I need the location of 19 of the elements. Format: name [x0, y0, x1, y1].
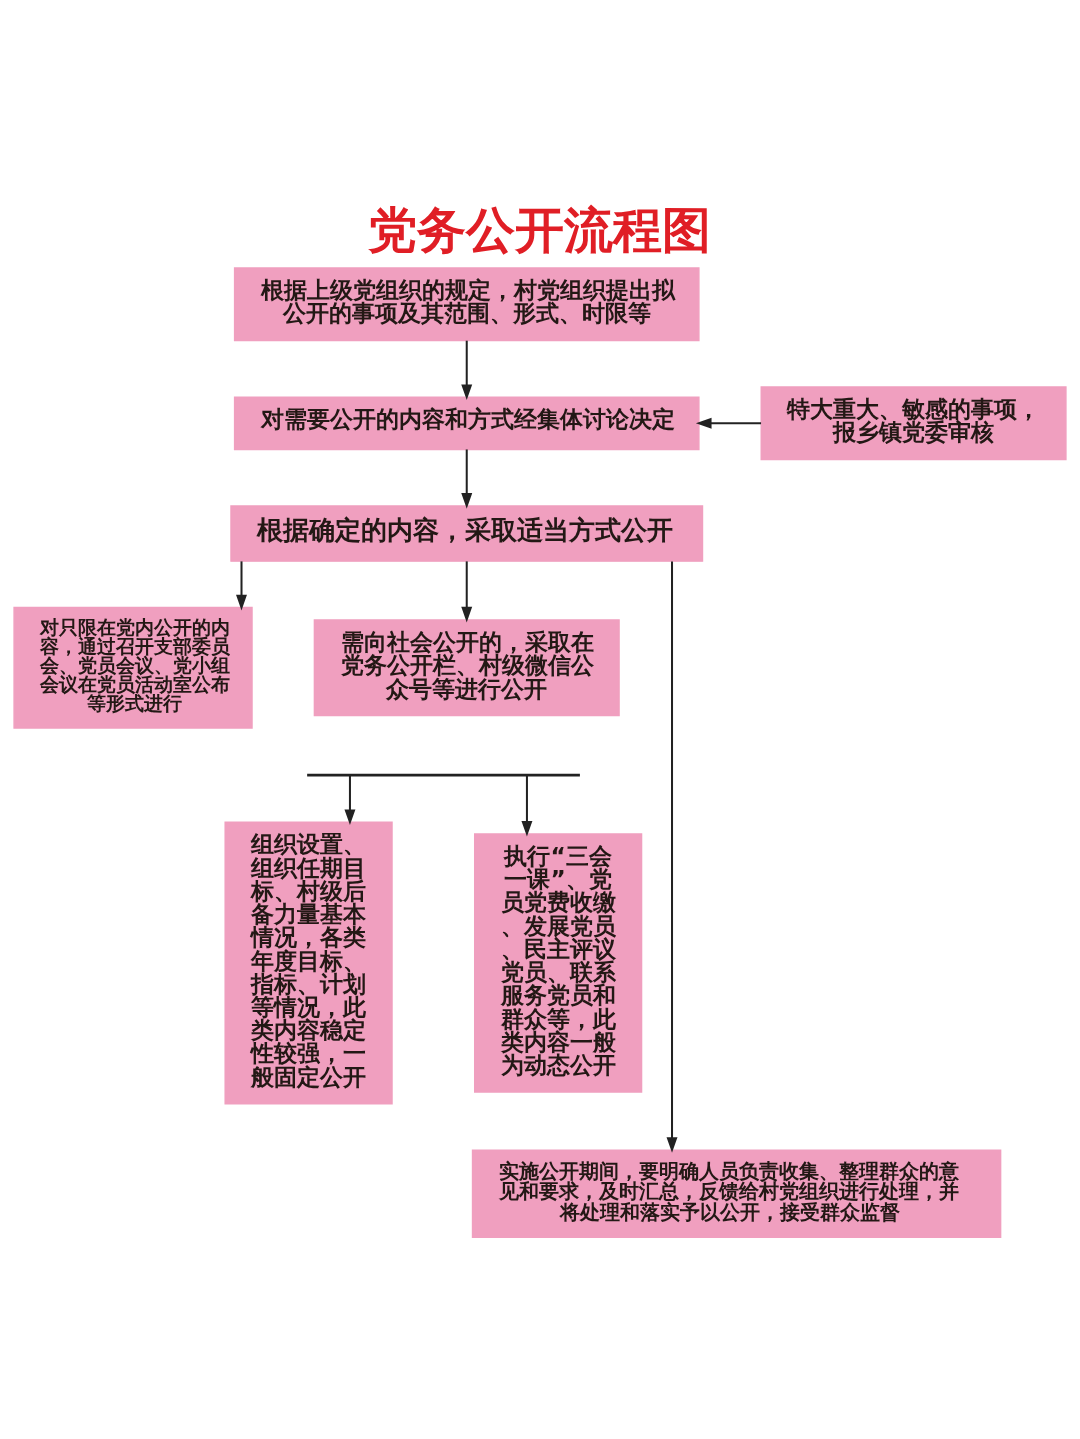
node-box: 执行“三会一课”、党员党费收缴、发展党员、民主评议党员、联系服务党员和群众等，此类内容一般为动态公开	[474, 832, 643, 1093]
diagram-title: 党务公开流程图	[368, 200, 712, 259]
node-box: 对需要公开的内容和方式经集体讨论决定	[233, 396, 700, 450]
arrow	[521, 774, 533, 837]
node-box: 特大重大、敏感的事项，报乡镇党委审核	[760, 385, 1067, 460]
node-bar	[307, 773, 580, 777]
node-box: 根据确定的内容，采取适当方式公开	[230, 504, 704, 562]
arrow	[236, 560, 247, 610]
node-box: 实施公开期间，要明确人员负责收集、整理群众的意见和要求，及时汇总，反馈给村党组织进行处理，并将处理和落实予以公开，接受群众监督	[471, 1148, 1002, 1238]
arrow	[666, 561, 678, 1153]
arrow	[461, 340, 473, 400]
node-box: 组织设置、组织任期目标、村级后备力量基本情况，各类年度目标、指标、计划等情况，此类内容稳定性较强，一般固定公开	[224, 821, 393, 1104]
arrow	[695, 417, 762, 429]
node-box: 根据上级党组织的规定，村党组织提出拟公开的事项及其范围、形式、时限等	[233, 266, 700, 341]
node-box: 需向社会公开的，采取在党务公开栏、村级微信公众号等进行公开	[313, 618, 620, 716]
arrow	[344, 774, 356, 825]
arrow	[461, 560, 473, 622]
node-box: 对只限在党内公开的内容，通过召开支部委员会、党员会议、党小组会议在党员活动室公布等形式进行	[13, 606, 253, 729]
arrow	[461, 448, 473, 509]
